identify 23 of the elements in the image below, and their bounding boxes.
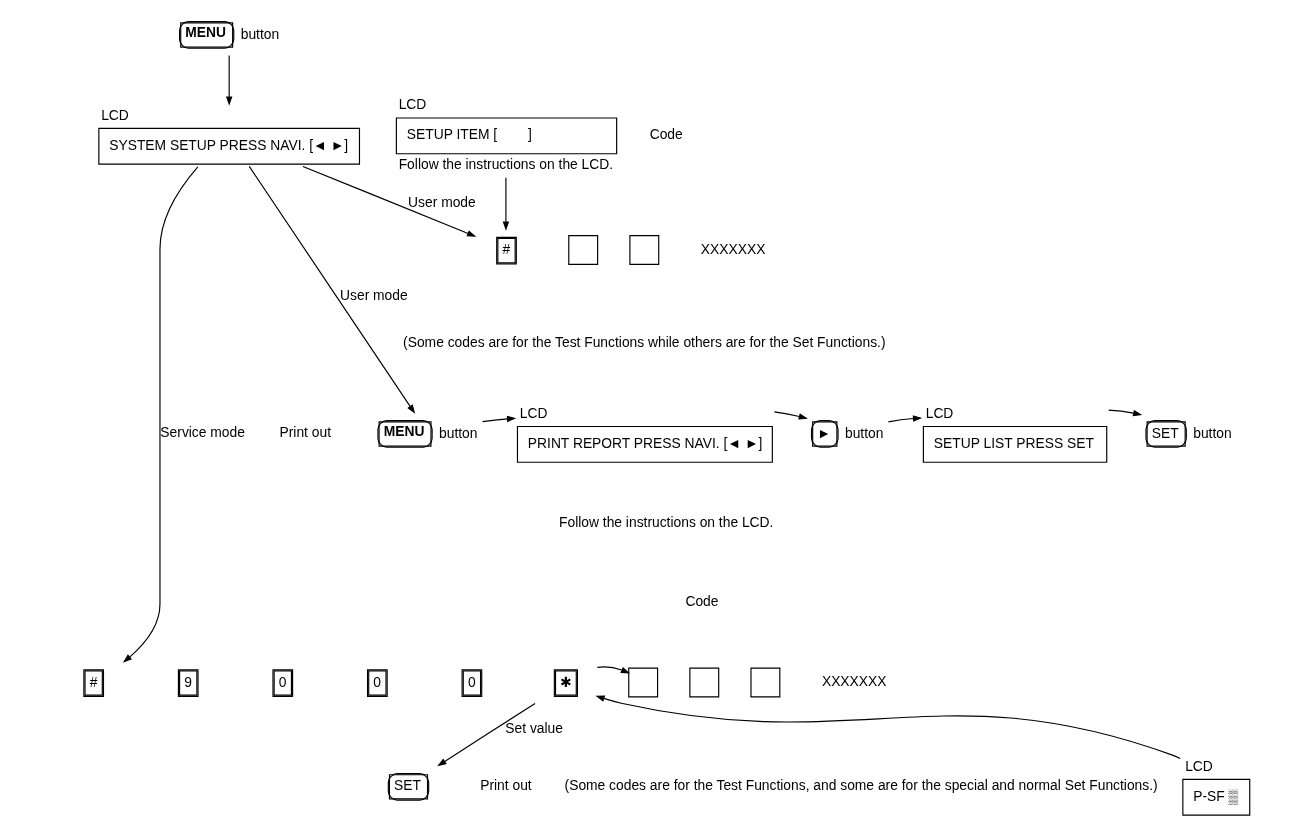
node-label: LCD: [1184, 757, 1213, 774]
edge-label: User mode: [407, 193, 476, 210]
node-label: LCD: [398, 95, 426, 112]
label: Follow the instructions on the LCD.: [558, 513, 773, 530]
node-label: LCD: [925, 404, 953, 421]
label: Print out: [479, 776, 532, 793]
edge-label: Service mode: [159, 423, 245, 440]
node-label: button: [438, 424, 477, 441]
label: (Some codes are for the Test Functions while others are for the Set Functions.): [402, 333, 886, 350]
node-label: button: [844, 424, 883, 441]
node-label: LCD: [519, 404, 547, 421]
label: XXXXXXX: [821, 672, 886, 689]
node-label: button: [1192, 424, 1232, 441]
label: XXXXXXX: [700, 240, 765, 257]
label: Print out: [279, 423, 331, 440]
node-label: LCD: [100, 106, 129, 123]
label: Code: [649, 125, 683, 142]
edge-label: Set value: [504, 719, 563, 736]
node-label: Follow the instructions on the LCD.: [398, 155, 613, 172]
label: Code: [684, 592, 719, 609]
node-label: button: [240, 25, 279, 42]
edge-label: User mode: [339, 286, 408, 303]
label: (Some codes are for the Test Functions, and some are for the special and normal Set Functions.): [564, 776, 1158, 793]
